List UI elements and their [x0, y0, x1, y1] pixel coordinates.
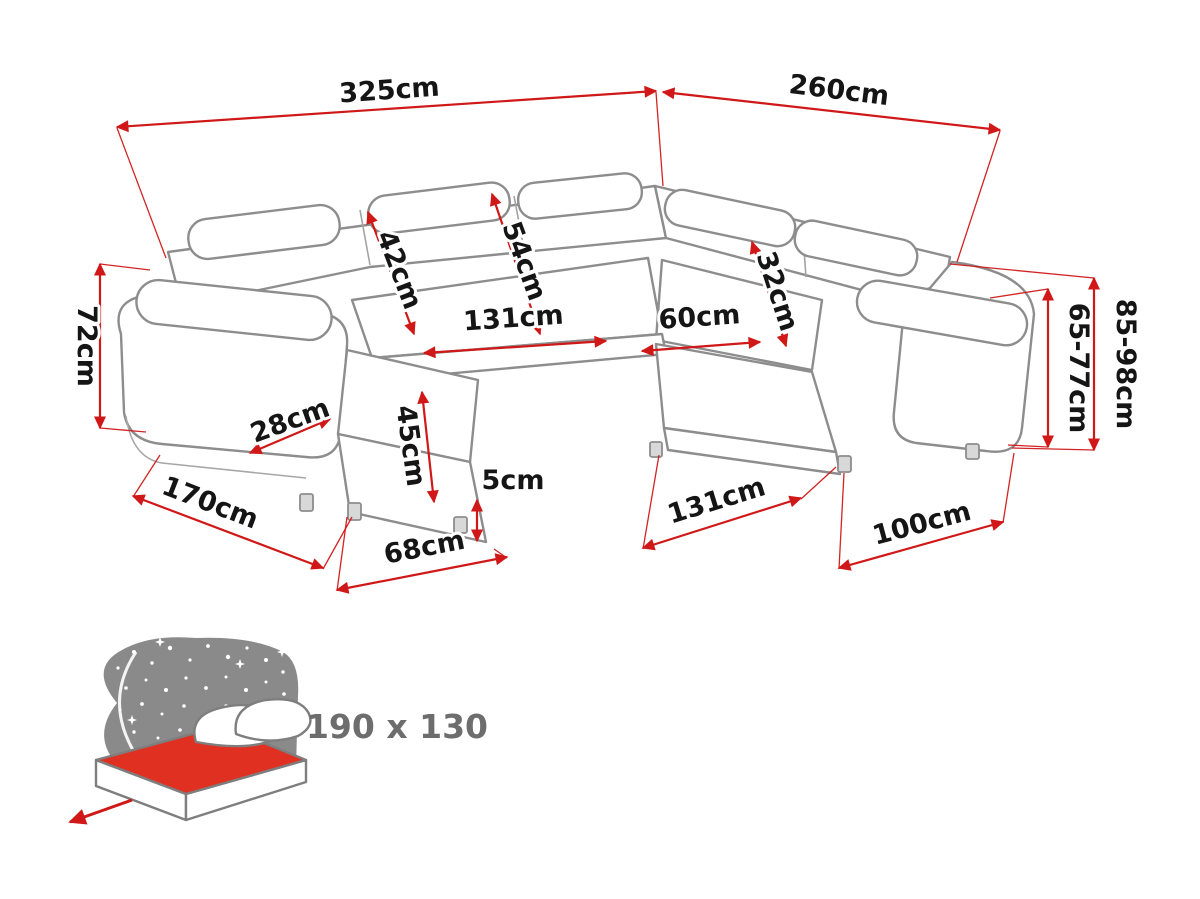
headrest-pillows-right — [663, 188, 919, 277]
bed-pillow-right — [234, 698, 312, 742]
dim-height-arm-right: 65-77cm — [989, 287, 1097, 449]
sofa-illustration — [117, 172, 1036, 544]
dim-height-back-right: 85-98cm — [949, 263, 1144, 452]
dim-seat-right-label: 131cm — [664, 471, 769, 530]
seat-right-front — [662, 426, 842, 476]
armrest-left-roll — [135, 278, 333, 342]
dim-seat-corner-label: 60cm — [658, 299, 742, 336]
stars — [116, 637, 287, 740]
dim-chaise-width-label: 68cm — [381, 525, 467, 571]
dim-legs-height: 5cm — [470, 462, 547, 543]
dim-height-arm-right-label: 65-77cm — [1063, 303, 1094, 434]
dim-side-right: 100cm — [837, 452, 1015, 571]
sleep-function-icon: 190 x 130 — [68, 637, 488, 825]
dim-legs-height-label: 5cm — [482, 465, 545, 496]
unfold-arrow — [68, 798, 133, 825]
moon-glow-curve — [118, 651, 138, 753]
dim-armrest-height-left-label: 72cm — [71, 305, 102, 387]
dim-total-depth-label: 260cm — [787, 69, 891, 112]
dim-height-back-right-label: 85-98cm — [1110, 299, 1141, 430]
dim-side-right-label: 100cm — [869, 496, 974, 552]
dim-total-width-label: 325cm — [338, 72, 440, 110]
dim-armrest-height-left: 72cm — [68, 262, 151, 433]
sofa-bed-open — [94, 698, 312, 822]
sleeping-area-label: 190 x 130 — [306, 707, 488, 746]
armrest-right-roll — [855, 279, 1029, 347]
headrest-pillows-left — [187, 172, 644, 261]
